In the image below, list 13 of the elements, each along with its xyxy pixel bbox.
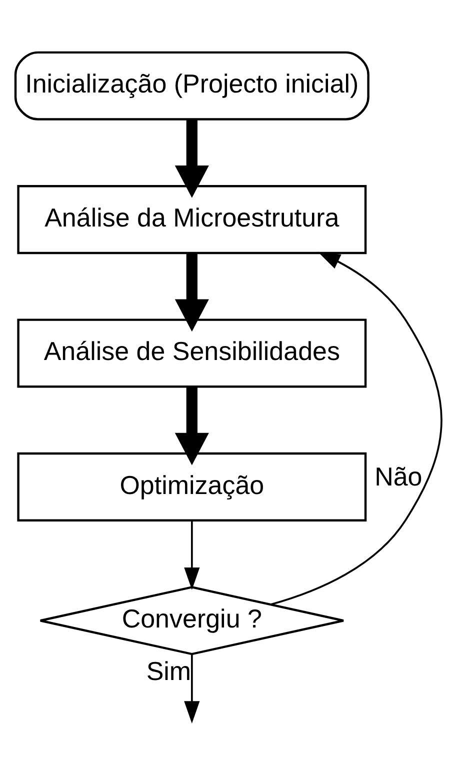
edge-label: Não — [374, 461, 422, 492]
node-diamond: Convergiu ? — [39, 586, 345, 656]
arrow — [184, 520, 200, 590]
node-box: Análise de Sensibilidades — [17, 318, 367, 388]
arrow — [184, 654, 200, 724]
node-box: Análise da Microestrutura — [17, 185, 367, 254]
node-box: Inicialização (Projecto inicial) — [14, 51, 370, 120]
arrow — [174, 120, 209, 198]
arrow — [174, 254, 209, 332]
arrow — [174, 387, 209, 466]
arrow — [270, 252, 442, 606]
node-box: Optimização — [17, 452, 367, 522]
edge-label: Sim — [146, 656, 192, 686]
